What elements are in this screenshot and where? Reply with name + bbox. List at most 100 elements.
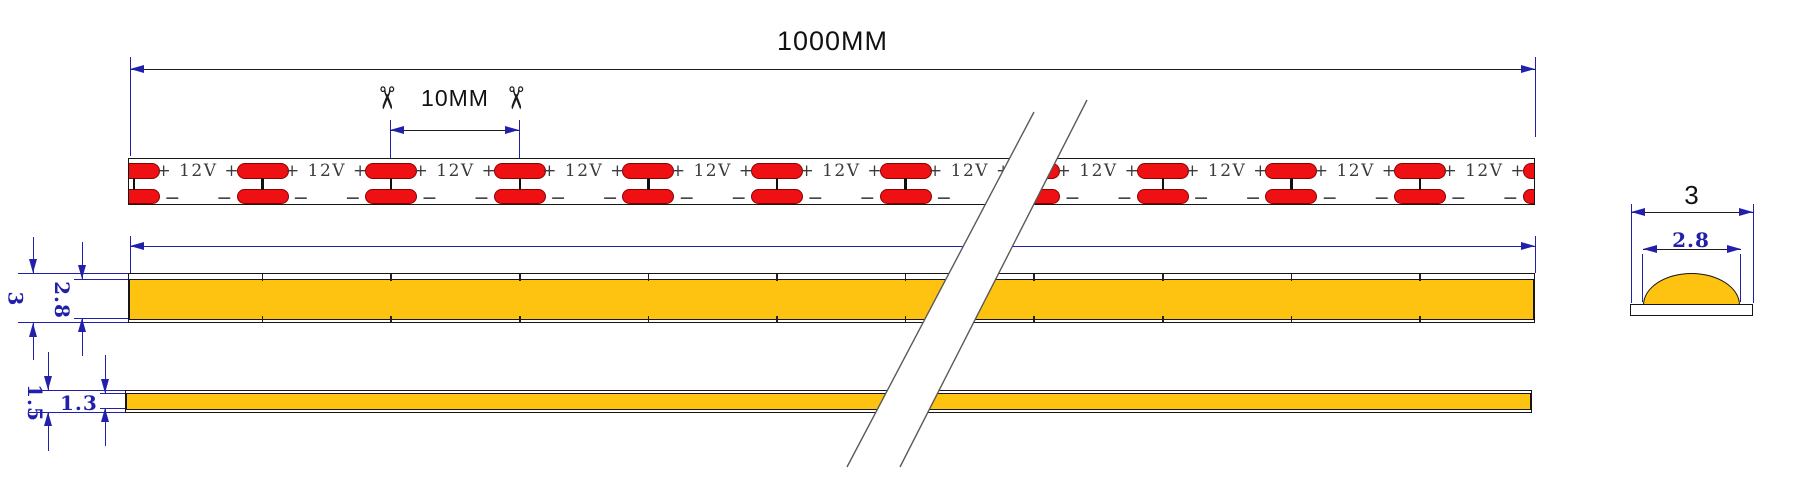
solder-pad-negative	[236, 188, 289, 204]
solder-pad-negative	[493, 188, 546, 204]
pad-connector	[390, 178, 393, 190]
cut-tick	[647, 316, 650, 323]
negative-label: −	[1502, 187, 1519, 205]
phosphor-layer	[129, 278, 1534, 320]
dim-stem	[32, 323, 34, 360]
dim-arrow-right	[1726, 244, 1741, 253]
cut-line	[518, 120, 520, 158]
pad-connector	[1161, 178, 1164, 190]
negative-label: −	[1064, 187, 1081, 205]
cut-tick	[904, 274, 907, 281]
cut-tick	[776, 274, 778, 281]
dim-stem	[32, 237, 34, 273]
cut-tick	[390, 316, 392, 323]
cut-tick	[390, 274, 392, 281]
solder-pad-negative	[1522, 188, 1534, 204]
dim-arrow-right	[505, 125, 519, 134]
dim-stem	[104, 355, 106, 393]
dim-stem	[47, 412, 49, 451]
cut-line	[389, 120, 391, 158]
negative-label: −	[550, 187, 567, 205]
solder-pad-negative	[1008, 188, 1061, 204]
side-view-strip	[128, 273, 1535, 323]
dim-stem	[104, 408, 106, 446]
cut-tick	[519, 316, 521, 323]
dim-arrow-up	[43, 412, 52, 426]
extension-line	[1642, 254, 1644, 302]
thin-inner-height-label: 1.3	[60, 391, 98, 415]
negative-label: −	[730, 187, 747, 205]
negative-label: −	[1116, 187, 1133, 205]
solder-pad-negative	[1394, 188, 1446, 204]
total-length-dim-line	[130, 68, 1535, 70]
scissors-icon: ✂	[497, 85, 533, 111]
dim-arrow-down	[77, 265, 86, 279]
dim-stem	[81, 318, 83, 356]
solder-pad-negative	[622, 188, 675, 204]
pad-connector	[518, 178, 521, 190]
cut-tick	[904, 316, 907, 323]
negative-label: −	[987, 187, 1004, 205]
solder-pad-positive	[1522, 163, 1534, 179]
dim-arrow-left	[130, 241, 144, 250]
dim-arrow-down	[43, 376, 52, 390]
dim-arrow-right	[1739, 207, 1753, 216]
dim-arrow-up	[100, 408, 109, 422]
dim-arrow-up	[77, 318, 86, 332]
cross-section-dome	[1643, 273, 1740, 305]
positive-voltage-label: + 12V +	[156, 161, 241, 181]
extension-line	[1535, 236, 1537, 273]
extension-line	[100, 392, 125, 394]
solder-pad-negative	[129, 188, 160, 204]
negative-label: −	[164, 187, 181, 205]
negative-label: −	[344, 187, 361, 205]
dim-arrow-left	[390, 125, 404, 134]
extension-line	[28, 412, 125, 414]
positive-voltage-label: + 12V +	[799, 161, 884, 181]
pad-connector	[647, 178, 650, 190]
cut-tick	[776, 316, 778, 323]
negative-label: −	[1373, 187, 1390, 205]
dim-arrow-left	[1642, 244, 1657, 253]
cs-outer-width-label: 3	[1684, 180, 1700, 210]
cut-tick	[1419, 316, 1421, 323]
dim-arrow-left	[130, 64, 144, 73]
cut-tick	[1419, 274, 1421, 281]
cut-tick	[1290, 274, 1293, 281]
dim-arrow-down	[28, 259, 37, 273]
cs-inner-width-label: 2.8	[1672, 228, 1710, 252]
positive-voltage-label: + 12V +	[1442, 161, 1527, 181]
positive-voltage-label: + 12V +	[1056, 161, 1141, 181]
positive-voltage-label: + 12V +	[285, 161, 369, 181]
solder-pad-negative	[365, 188, 418, 204]
pad-connector	[775, 178, 779, 190]
cut-tick	[1162, 274, 1164, 281]
dim-arrow-right	[1521, 241, 1535, 250]
dim-arrow-right	[1521, 64, 1535, 73]
positive-voltage-label: + 12V +	[1313, 161, 1398, 181]
negative-label: −	[1321, 187, 1338, 205]
negative-label: −	[292, 187, 309, 205]
cut-dim-line	[390, 129, 519, 131]
positive-voltage-label: + 12V +	[542, 161, 626, 181]
pad-connector	[261, 178, 264, 190]
cut-tick	[1162, 316, 1164, 323]
dim-stem	[47, 352, 49, 390]
negative-label: −	[1245, 187, 1262, 205]
negative-label: −	[1450, 187, 1467, 205]
pad-connector	[904, 178, 907, 190]
extension-line	[28, 389, 125, 391]
extension-line	[18, 322, 128, 324]
cut-tick	[647, 274, 650, 281]
extension-line	[74, 317, 128, 319]
cs-inner-dim-line	[1642, 248, 1741, 250]
positive-voltage-label: + 12V +	[670, 161, 755, 181]
cut-tick	[261, 274, 264, 281]
side-inner-height-label: 2.8	[49, 281, 74, 319]
solder-pad-positive	[129, 163, 160, 179]
cut-tick	[1033, 274, 1035, 281]
negative-label: −	[421, 187, 438, 205]
cross-section-base	[1630, 304, 1753, 316]
negative-label: −	[216, 187, 233, 205]
